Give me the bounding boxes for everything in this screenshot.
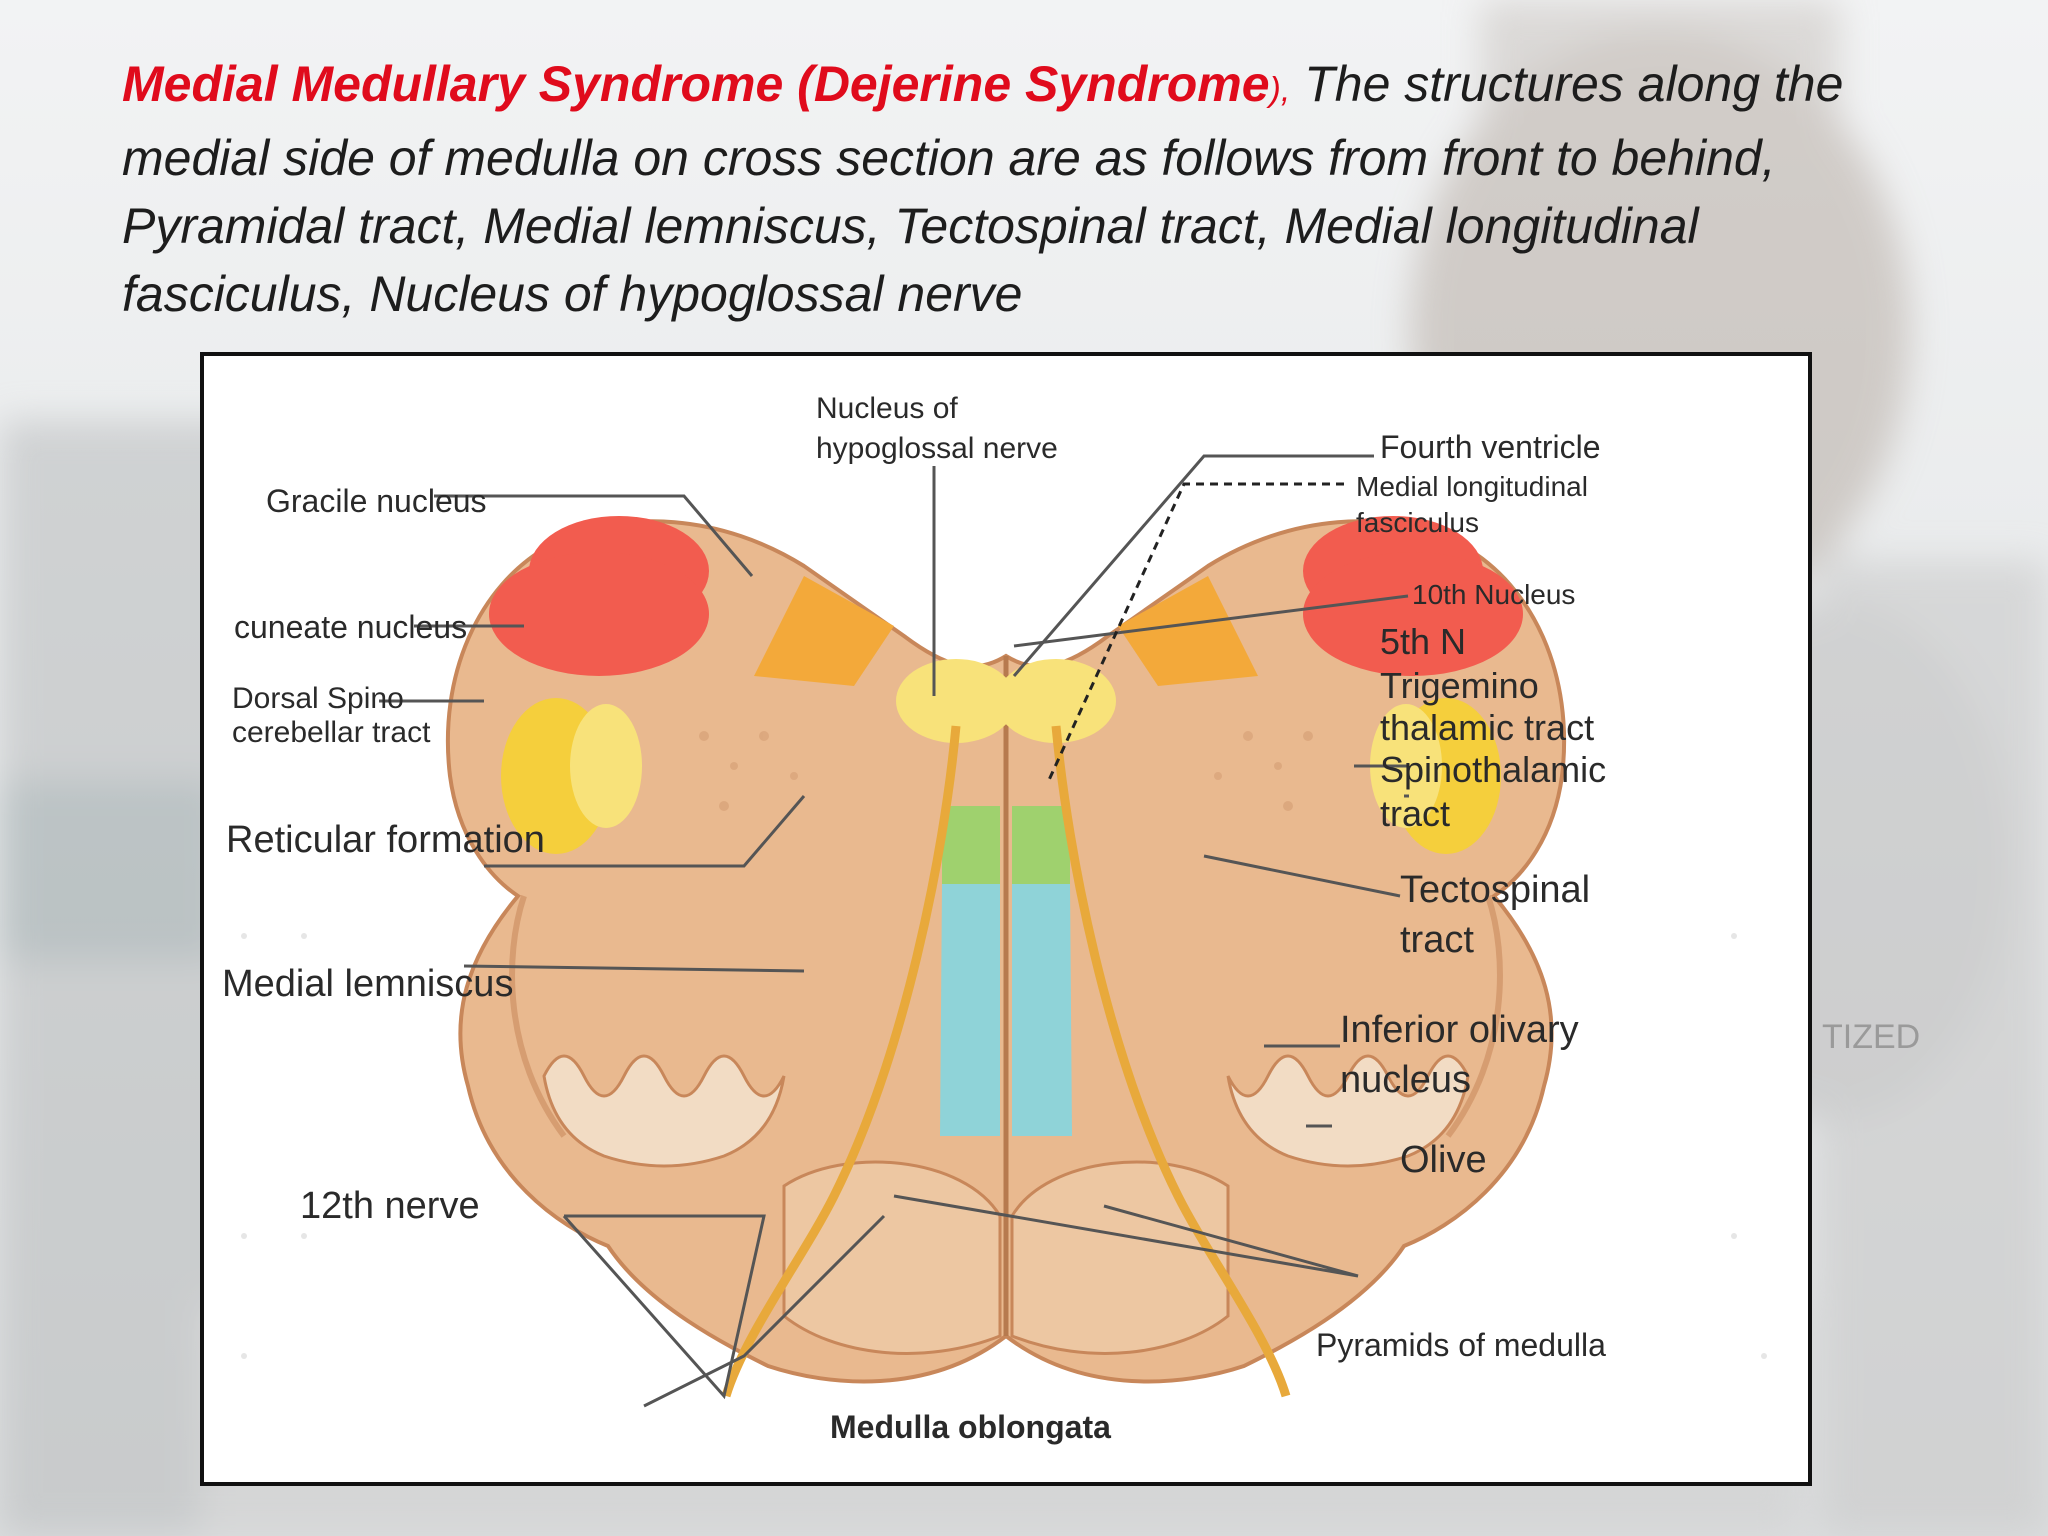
label-trigemino-2: thalamic tract (1380, 707, 1594, 748)
slide-body: The structures along the medial side of … (122, 56, 1844, 322)
label-tectospinal-2: tract (1400, 919, 1474, 961)
label-tenth-nucleus: 10th Nucleus (1412, 579, 1575, 610)
label-nucleus-hypoglossal-2: hypoglossal nerve (816, 432, 1058, 465)
medial-lemniscus-right (1012, 884, 1072, 1136)
label-trigemino-1: Trigemino (1380, 665, 1539, 706)
label-mlf-1: Medial longitudinal (1356, 471, 1588, 502)
hypoglossal-nerve-right (1051, 725, 1291, 1398)
leader-lines (379, 454, 1409, 1408)
diagram-caption: Medulla oblongata (830, 1409, 1111, 1445)
label-reticular: Reticular formation (226, 819, 545, 861)
label-medial-lemniscus: Medial lemniscus (222, 963, 513, 1005)
mlf-dashed-leader (1047, 482, 1344, 781)
slide-title-paren: ) (1269, 71, 1281, 109)
olivary-nucleus-right (1226, 1054, 1470, 1168)
label-inferior-olivary-2: nucleus (1340, 1059, 1471, 1101)
label-pyramids: Pyramids of medulla (1316, 1327, 1606, 1363)
label-inferior-olivary-1: Inferior olivary (1340, 1009, 1579, 1051)
medial-lemniscus-left (940, 884, 1000, 1136)
tectospinal-right (1012, 806, 1070, 884)
hypoglossal-nucleus-right (996, 659, 1116, 743)
medulla-diagram: Nucleus of hypoglossal nerve Fourth vent… (200, 352, 1812, 1486)
label-cuneate: cuneate nucleus (234, 609, 467, 645)
tenth-nucleus-right (1118, 576, 1258, 686)
label-mlf-2: fasciculus (1356, 507, 1479, 538)
label-olive: Olive (1400, 1139, 1487, 1181)
label-tectospinal-1: Tectospinal (1400, 869, 1590, 911)
slide-title-comma: , (1280, 71, 1291, 109)
label-gracile: Gracile nucleus (266, 483, 487, 519)
medulla-cross-section-svg: Nucleus of hypoglossal nerve Fourth vent… (222, 392, 1767, 1445)
slide-heading: Medial Medullary Syndrome (Dejerine Synd… (122, 50, 1942, 328)
tenth-nucleus-left (754, 576, 894, 686)
tissue-shade (509, 895, 1503, 1138)
pyramid-right (1010, 1160, 1230, 1355)
cuneate-nucleus-left (489, 552, 709, 676)
label-fourth-ventricle: Fourth ventricle (1380, 429, 1601, 465)
cuneate-nucleus-right (1303, 552, 1523, 676)
label-dorsal-spino-1: Dorsal Spino (232, 682, 404, 715)
hypoglossal-nerve-left (721, 725, 961, 1398)
spinothalamic-left (570, 704, 642, 828)
hypoglossal-nucleus-left (896, 659, 1016, 743)
tectospinal-left (942, 806, 1000, 884)
pyramid-left (782, 1160, 1002, 1355)
watermark: TIZED (1822, 1018, 1920, 1056)
label-nucleus-hypoglossal-1: Nucleus of (816, 392, 958, 425)
olivary-nucleus-left (542, 1054, 786, 1168)
label-fifth-n: 5th N (1380, 621, 1466, 662)
label-twelfth-nerve: 12th nerve (300, 1185, 480, 1227)
label-spinothalamic-1: Spinothalamic (1380, 749, 1606, 790)
label-spinothalamic-2: tract (1380, 793, 1450, 834)
label-dorsal-spino-2: cerebellar tract (232, 716, 431, 749)
slide-title: Medial Medullary Syndrome (Dejerine Synd… (122, 56, 1270, 112)
